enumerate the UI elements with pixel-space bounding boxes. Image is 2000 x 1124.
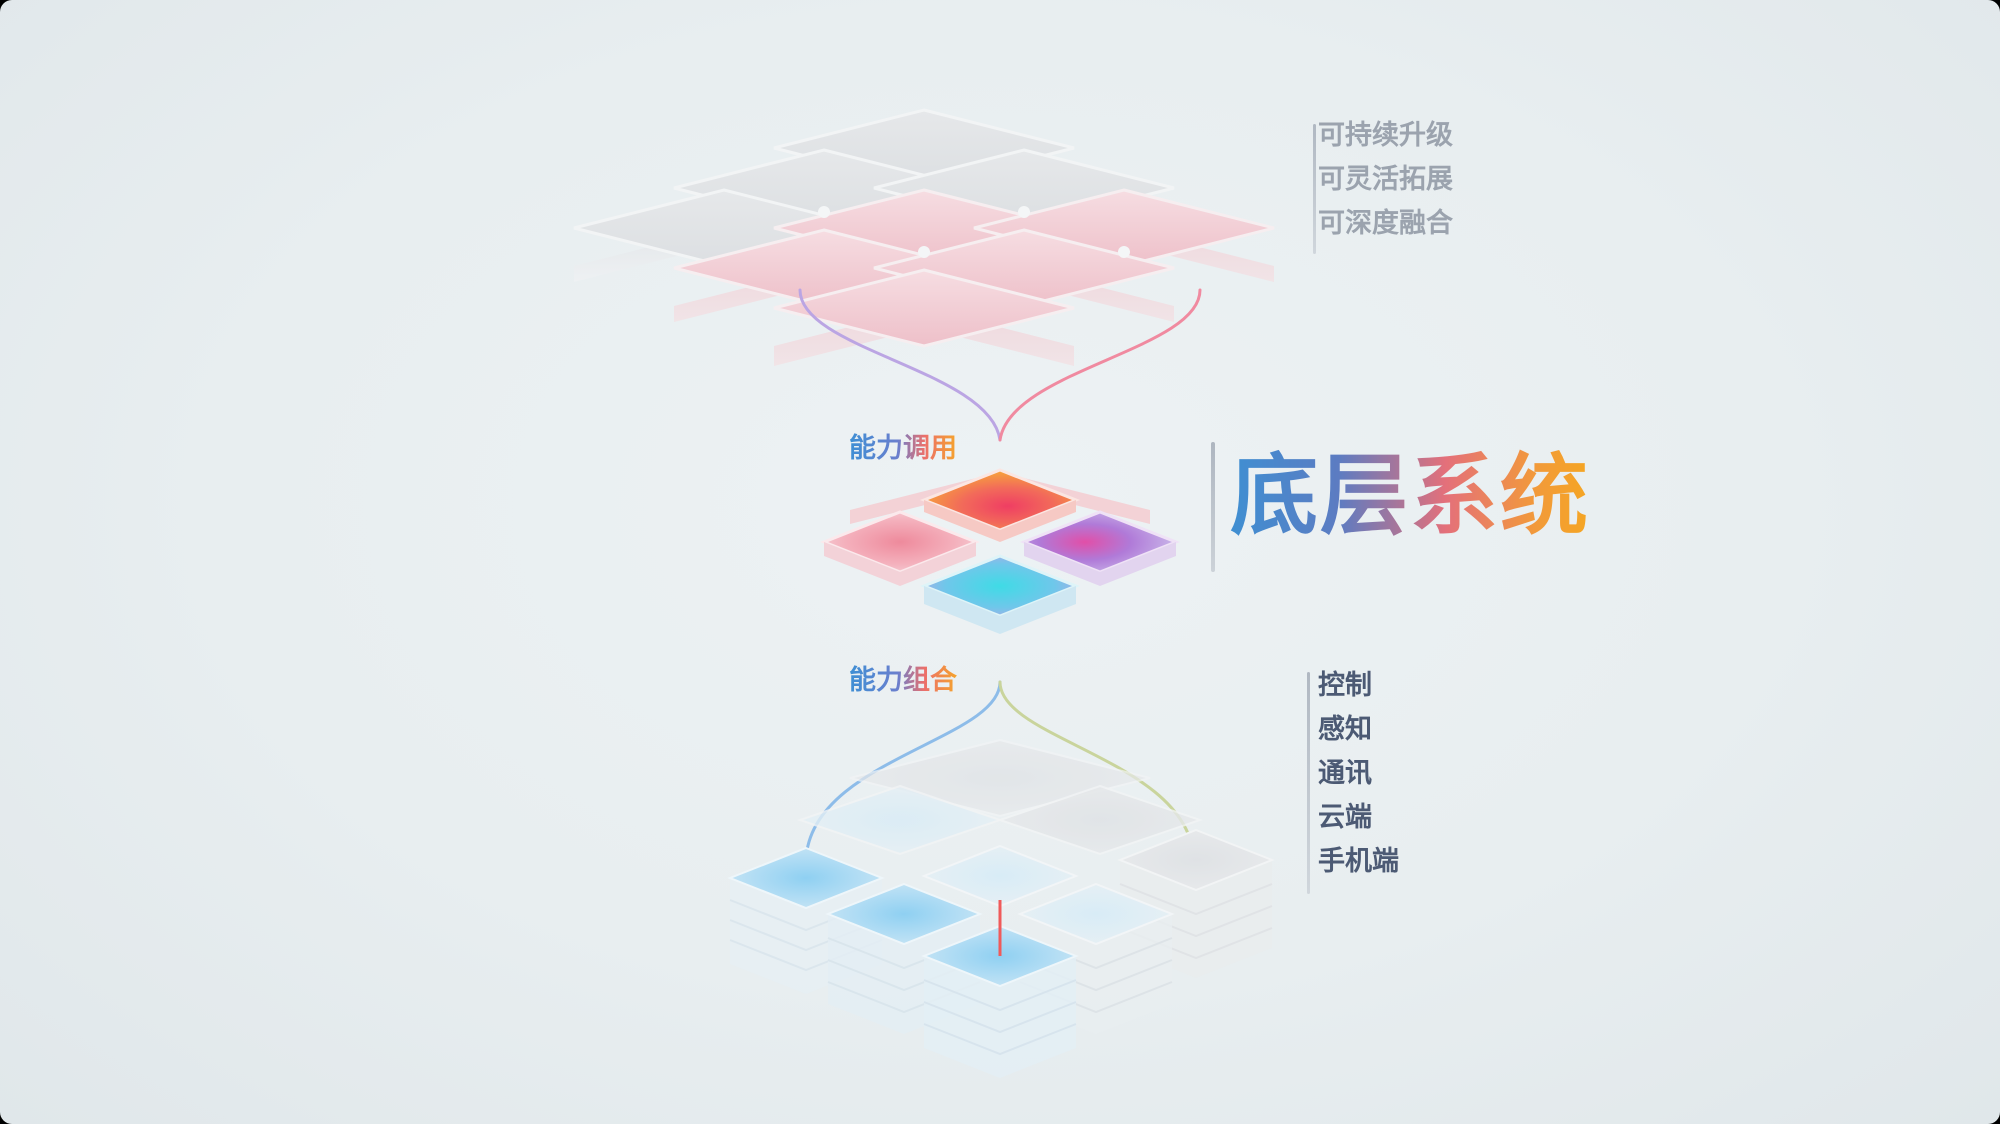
title-divider <box>1211 442 1215 572</box>
bottom-layer <box>727 738 1275 1078</box>
mid-tile-cyan <box>919 554 1081 634</box>
top-node <box>1118 246 1130 258</box>
capability-call-label: 能力调用 <box>849 426 957 465</box>
top-node <box>918 246 930 258</box>
bottom-tile <box>796 784 1004 856</box>
list-item: 控制 <box>1318 670 1372 701</box>
mid-tile-pink <box>819 510 981 586</box>
top-layer <box>573 108 1275 366</box>
bottom-tile <box>921 844 1079 908</box>
list-item: 感知 <box>1318 714 1372 745</box>
top-list-divider <box>1313 124 1316 254</box>
bottom-capability-list: 控制 感知 通讯 云端 手机端 <box>1318 664 1399 884</box>
list-item: 通讯 <box>1318 758 1372 789</box>
list-item: 云端 <box>1318 802 1372 833</box>
mid-tile-orange <box>850 468 1150 542</box>
middle-layer <box>819 468 1181 634</box>
bottom-tile <box>996 784 1204 856</box>
connector-line <box>998 288 1202 442</box>
capability-combine-label: 能力组合 <box>849 658 957 697</box>
list-item: 可灵活拓展 <box>1318 164 1453 195</box>
list-item: 可持续升级 <box>1318 120 1453 151</box>
mid-tile-purple <box>1019 510 1181 586</box>
top-feature-list: 可持续升级 可灵活拓展 可深度融合 <box>1318 114 1453 246</box>
connector-line <box>798 288 1002 442</box>
top-node <box>818 206 830 218</box>
top-node <box>1018 206 1030 218</box>
list-item: 手机端 <box>1318 846 1399 877</box>
bottom-list-divider <box>1307 672 1310 894</box>
top-tile <box>773 268 1075 366</box>
page-title: 底层系统 <box>1230 425 1590 552</box>
list-item: 可深度融合 <box>1318 208 1453 239</box>
